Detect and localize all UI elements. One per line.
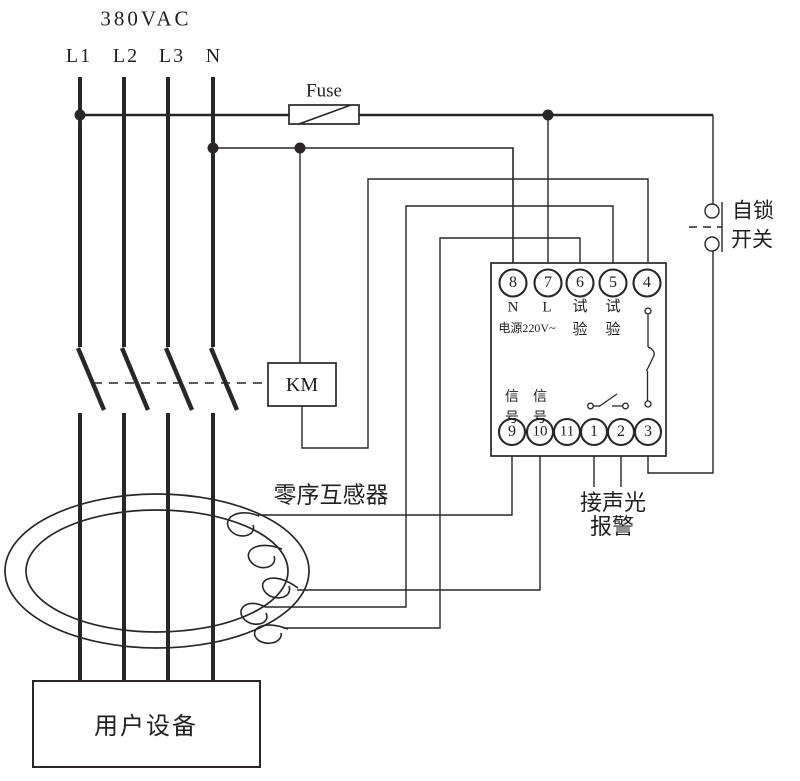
load-box [32,680,261,768]
terminal-number-6: 6 [576,274,584,291]
ct-inner-ring [25,509,289,633]
ct-to-terminal6-wire [283,237,581,629]
relay-bottom-terminals [497,417,663,447]
relay-line-label: L [542,299,552,316]
terminal-number-5: 5 [609,274,617,291]
fuse-label: Fuse [306,80,342,102]
relay-test-label-1: 试验 [572,299,588,338]
km-to-terminal4-wire [301,178,649,449]
relay-signal-label-1: 信号 [505,390,519,426]
contactor-label: KM [285,374,319,396]
fuse-diagonal [298,104,352,125]
ct-winding-coil [226,512,299,645]
relay-test-label-2: 试验 [605,299,621,338]
ct-label: 零序互感器 [273,482,389,508]
junction-dots [74,109,554,154]
terminal-number-7: 7 [544,274,552,291]
terminal3-to-switch-wire [647,251,714,474]
phase-label-l3: L3 [158,45,186,67]
latch-switch-symbol [689,202,723,252]
relay-top-terminals [498,268,662,298]
latch-switch-label-line1: 自锁 [732,198,774,223]
ct-to-terminal5-wire [265,205,614,608]
latch-switch-label-line2: 开关 [731,227,773,252]
relay-power-label: 电源220V~ [498,321,556,335]
phase-lines-lower [78,413,215,681]
contactor-blades [75,347,240,411]
terminal-number-1: 1 [590,423,598,440]
terminal9-signal-wire [258,445,513,516]
alarm-label-line2: 报警 [589,514,635,539]
voltage-title: 380VAC [100,6,192,31]
terminal-number-9: 9 [508,423,516,440]
phase-label-n: N [205,45,221,67]
terminal10-signal-wire [297,445,541,591]
relay-alarm-contact [587,393,629,410]
phase-label-l2: L2 [112,45,140,67]
phase-label-l1: L1 [65,45,93,67]
terminal-number-10: 10 [532,423,548,440]
alarm-label-line1: 接声光 [579,490,647,515]
terminal-number-11: 11 [559,423,575,440]
terminal-number-4: 4 [643,274,651,291]
phase-lines-upper [78,77,215,347]
load-label: 用户设备 [94,714,198,740]
relay-signal-label-2: 信号 [533,390,547,426]
neutral-branch-wire [213,147,514,269]
ct-outer-ring [4,493,310,649]
relay-main-contact [644,307,655,408]
terminal-number-2: 2 [617,423,625,440]
relay-neutral-label: N [507,299,519,316]
terminal-number-8: 8 [509,274,517,291]
terminal-number-3: 3 [644,423,652,440]
